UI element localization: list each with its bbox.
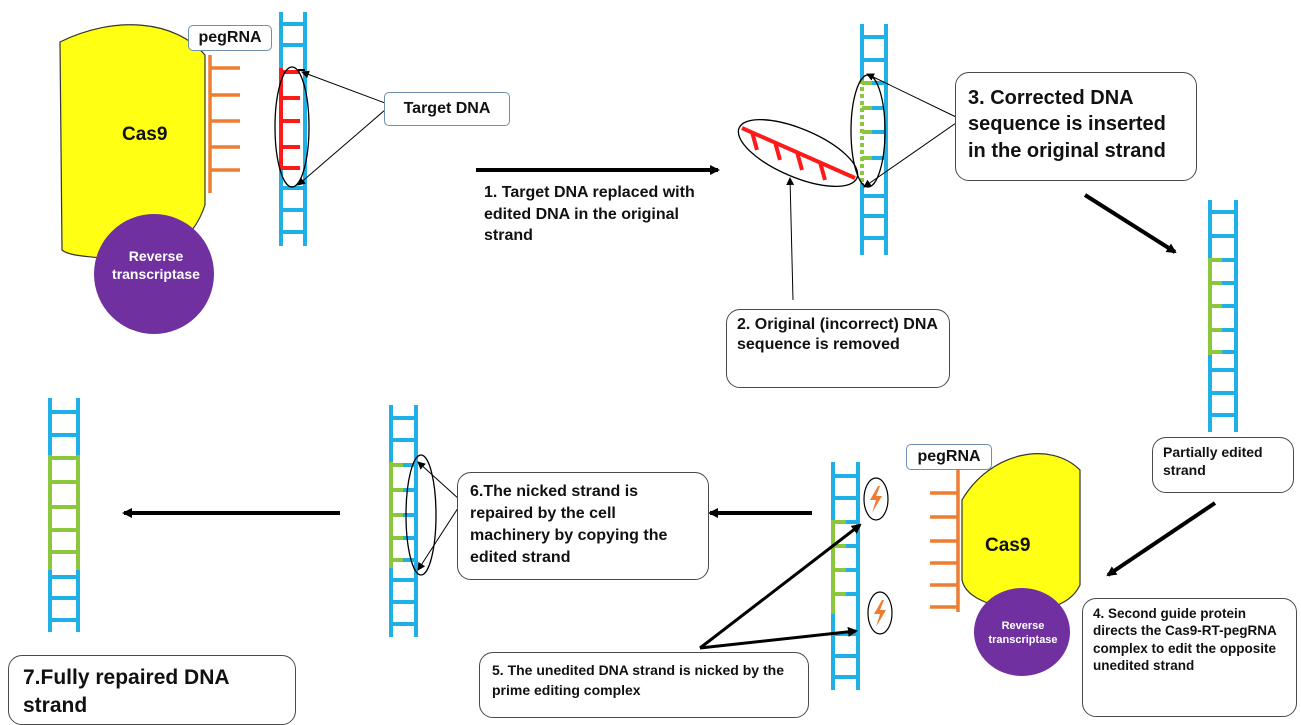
target-dna-tag: Target DNA xyxy=(384,92,510,126)
reverse-transcriptase-label-bottom: Reverse transcriptase xyxy=(988,620,1058,646)
removed-red-fragment xyxy=(741,126,856,181)
pegrna-strand-top xyxy=(208,55,240,193)
pegrna-tag-bottom: pegRNA xyxy=(906,444,992,470)
arrow-diag-icon xyxy=(1083,193,1177,254)
dna-ladder-1 xyxy=(279,12,307,246)
dna-ladder-nicked xyxy=(831,462,860,690)
dna-ladder-repaired xyxy=(48,398,80,632)
lightning-icon-2 xyxy=(874,600,886,627)
target-dna-highlight xyxy=(274,66,310,188)
dna-ladder-repair xyxy=(389,405,418,637)
removed-sequence-highlight xyxy=(737,118,859,188)
lightning-icon xyxy=(870,486,882,513)
step-3-box: 3. Corrected DNA sequence is inserted in… xyxy=(955,72,1197,181)
partially-edited-box: Partially edited strand xyxy=(1152,437,1294,493)
reverse-transcriptase-bottom xyxy=(974,588,1070,676)
step-1-text: 1. Target DNA replaced with edited DNA i… xyxy=(484,184,695,245)
step-7-box: 7.Fully repaired DNA strand xyxy=(8,655,296,725)
step-2-box: 2. Original (incorrect) DNA sequence is … xyxy=(726,309,950,388)
pegrna-strand-bottom xyxy=(930,467,960,612)
cas9-label-bottom: Cas9 xyxy=(985,535,1031,556)
reverse-transcriptase-top xyxy=(94,214,214,334)
step-4-box: 4. Second guide protein directs the Cas9… xyxy=(1082,598,1297,717)
dna-ladder-2 xyxy=(860,24,888,255)
step-5-box: 5. The unedited DNA strand is nicked by … xyxy=(479,652,809,718)
cas9-label-top: Cas9 xyxy=(122,124,168,145)
dna-ladder-partial xyxy=(1208,200,1238,432)
repair-highlight xyxy=(405,454,437,576)
reverse-transcriptase-label-top: Reverse transcriptase xyxy=(112,248,200,282)
arrow-diag-icon-2 xyxy=(1106,501,1217,577)
cas9-shape-bottom xyxy=(961,453,1081,611)
step-6-box: 6.The nicked strand is repaired by the c… xyxy=(457,472,709,580)
pegrna-tag-top: pegRNA xyxy=(188,25,272,51)
